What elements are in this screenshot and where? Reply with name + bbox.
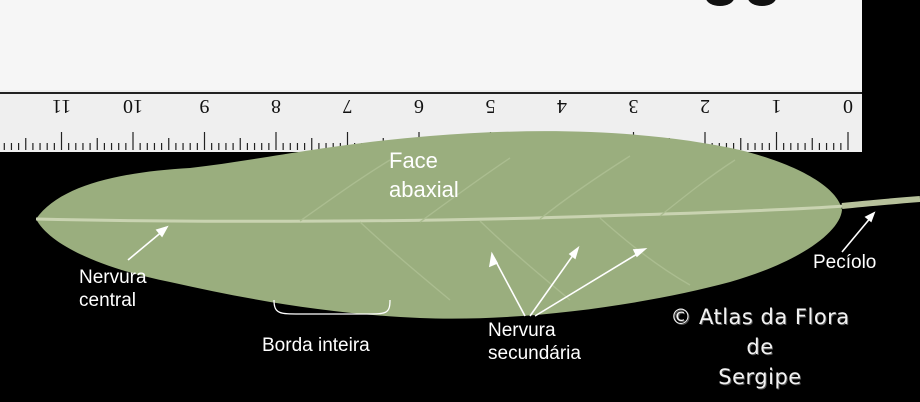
ruler-number: 9 bbox=[200, 95, 210, 117]
edge-bracket bbox=[273, 299, 391, 315]
ruler-number: 10 bbox=[123, 95, 143, 117]
leaf bbox=[35, 131, 920, 319]
ruler-number: 11 bbox=[52, 95, 71, 117]
ruler-number: 8 bbox=[271, 95, 281, 117]
central-vein-label: Nervura central bbox=[79, 266, 147, 312]
dark-mark-2 bbox=[748, 0, 776, 6]
ruler-number: 0 bbox=[843, 95, 853, 117]
face-label-line-1: Face bbox=[389, 148, 438, 173]
white-card bbox=[0, 0, 862, 96]
petiole-stem bbox=[841, 196, 920, 209]
ruler: 0 1 2 3 4 5 6 7 8 9 10 11 bbox=[0, 90, 862, 152]
credit-line-2: de bbox=[746, 335, 774, 359]
ruler-number: 6 bbox=[414, 95, 424, 117]
ruler-number: 4 bbox=[557, 95, 567, 117]
leaf-blade bbox=[36, 131, 842, 319]
central-vein-label-line-2: central bbox=[79, 290, 137, 311]
central-vein-label-line-1: Nervura bbox=[79, 267, 147, 288]
ruler-number: 1 bbox=[772, 95, 782, 117]
face-label-line-2: abaxial bbox=[389, 177, 459, 202]
central-vein-line bbox=[35, 204, 846, 223]
face-label: Face abaxial bbox=[389, 146, 459, 204]
credit-line-1: © Atlas da Flora bbox=[670, 305, 850, 329]
ruler-number: 7 bbox=[343, 95, 353, 117]
annotation-arrows bbox=[127, 211, 876, 317]
credit-watermark: © Atlas da Flora de Sergipe bbox=[640, 302, 880, 392]
secondary-vein-label: Nervura secundária bbox=[488, 319, 581, 365]
credit-line-3: Sergipe bbox=[718, 365, 802, 389]
ruler-number: 2 bbox=[700, 95, 710, 117]
petiole-label: Pecíolo bbox=[813, 252, 877, 273]
secondary-vein-label-line-2: secundária bbox=[488, 343, 581, 364]
ruler-numbers: 0 1 2 3 4 5 6 7 8 9 10 11 bbox=[52, 95, 853, 117]
ruler-number: 3 bbox=[629, 95, 639, 117]
secondary-vein-label-line-1: Nervura bbox=[488, 320, 556, 341]
edge-label: Borda inteira bbox=[262, 335, 370, 356]
secondary-veins bbox=[299, 155, 736, 301]
ruler-number: 5 bbox=[486, 95, 496, 117]
dark-mark bbox=[706, 0, 734, 6]
